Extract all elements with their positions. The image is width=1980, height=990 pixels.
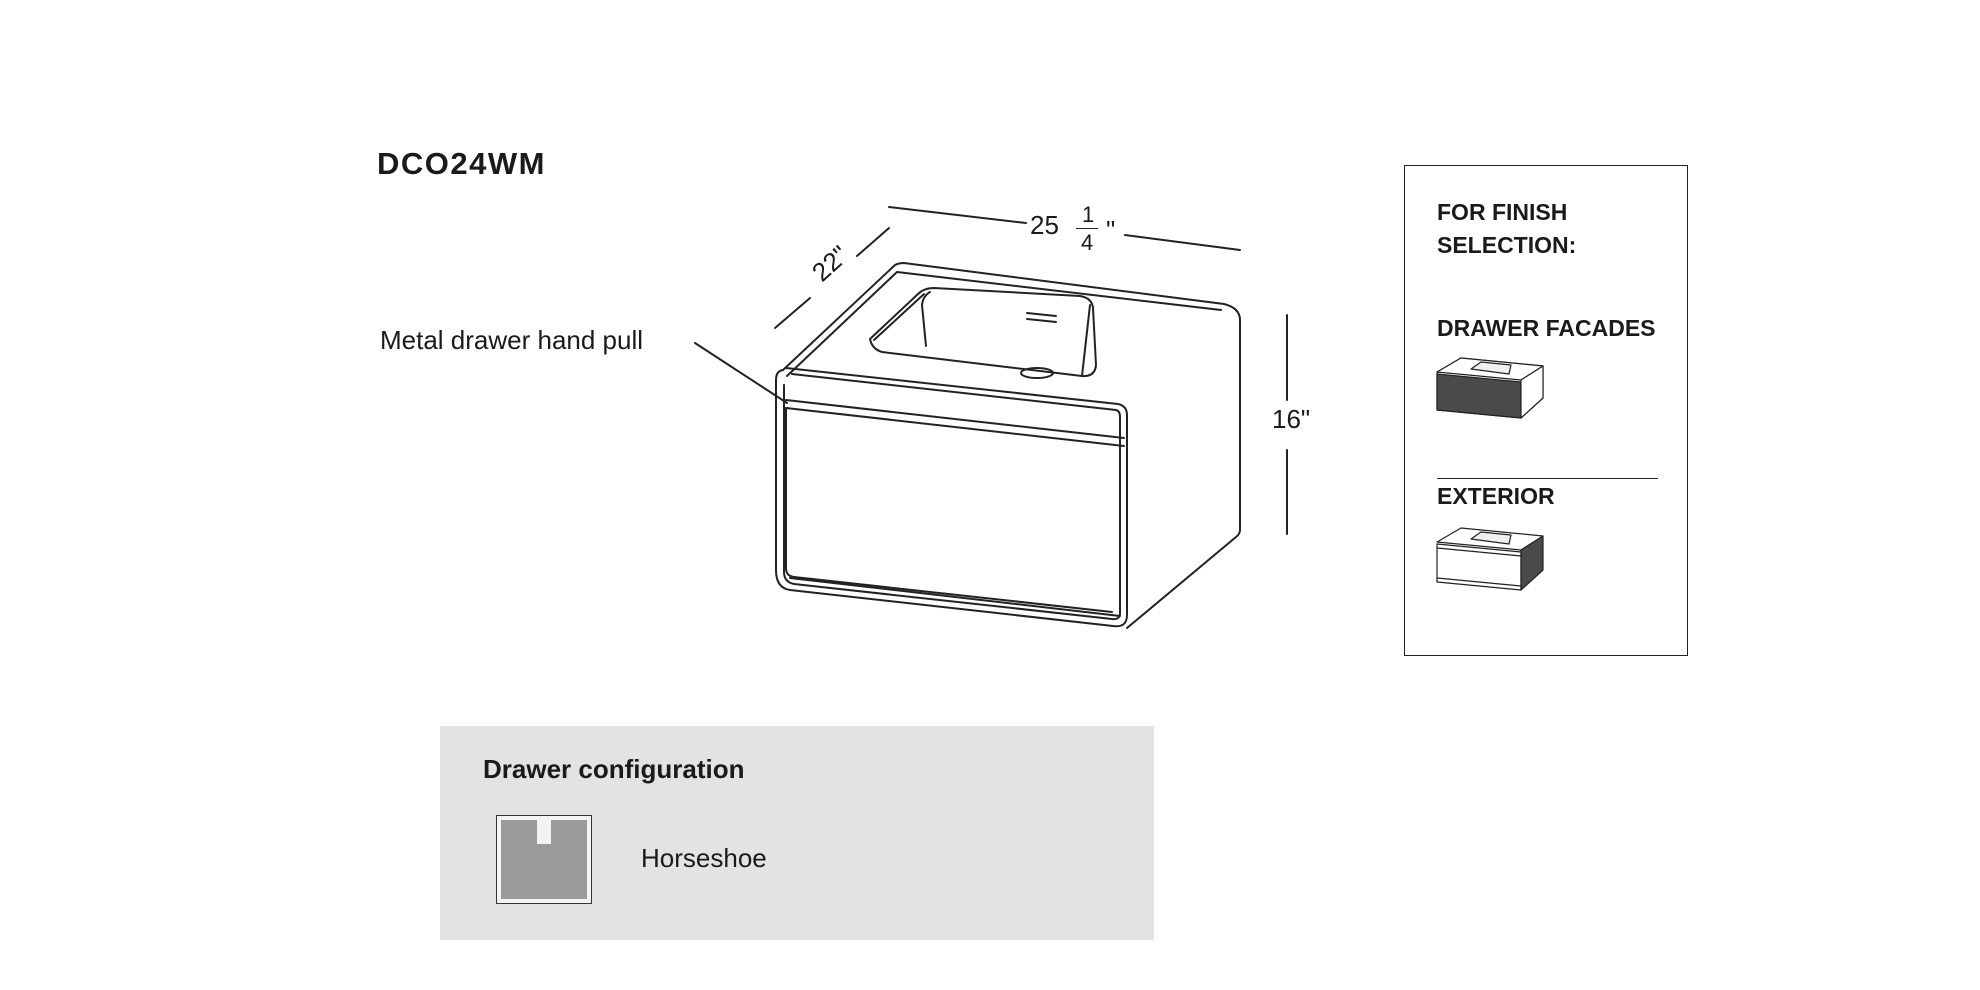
- width-dimension-numerator: 1: [1082, 202, 1095, 227]
- model-title: DCO24WM: [377, 146, 546, 181]
- drawer-configuration-title: Drawer configuration: [483, 754, 745, 784]
- finish-selection-box: FOR FINISH SELECTION: DRAWER FACADES EXT…: [1404, 165, 1688, 656]
- drawer-configuration-panel: Drawer configuration Horseshoe: [440, 726, 1154, 940]
- horseshoe-option-label[interactable]: Horseshoe: [641, 843, 767, 873]
- width-dimension-denominator: 4: [1081, 230, 1094, 255]
- finish-divider: [1437, 478, 1658, 479]
- width-dimension-whole: 25: [1030, 210, 1059, 240]
- finish-heading: FOR FINISH SELECTION:: [1437, 199, 1577, 258]
- drawer-facades-thumbnail[interactable]: [1435, 356, 1545, 426]
- exterior-thumbnail[interactable]: [1435, 526, 1545, 598]
- height-dimension: 16": [1272, 404, 1311, 434]
- drawer-pull-callout: Metal drawer hand pull: [380, 325, 644, 355]
- horseshoe-option-icon[interactable]: [496, 815, 592, 904]
- drawer-facades-label: DRAWER FACADES: [1437, 315, 1656, 341]
- width-dimension-unit: ": [1106, 215, 1116, 245]
- horseshoe-icon: [501, 820, 587, 899]
- width-fraction-bar: [1076, 228, 1098, 229]
- exterior-label: EXTERIOR: [1437, 483, 1555, 509]
